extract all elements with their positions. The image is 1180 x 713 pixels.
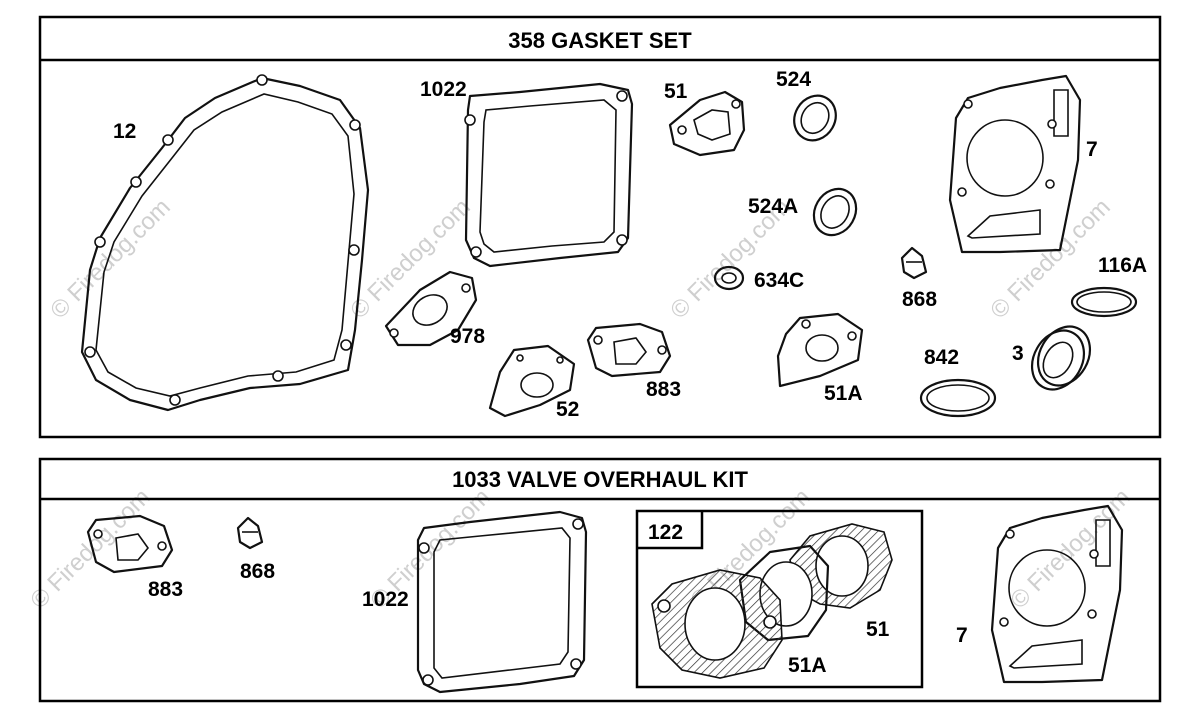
head-gasket (948, 74, 1082, 254)
oring-842 (919, 378, 997, 418)
bolt-hole (169, 394, 181, 406)
gasket-set-frame (38, 15, 1162, 439)
gasket-set-panel: 358 GASKET SET 12 1022 (38, 15, 1162, 439)
bolt-hole (801, 319, 811, 329)
bolt-hole (516, 354, 524, 362)
valve-cover-gasket (464, 82, 634, 268)
callout-634c: 634C (754, 269, 804, 292)
bolt-hole (616, 90, 628, 102)
exhaust-gasket (668, 90, 746, 157)
bolt-hole (657, 599, 671, 613)
inset-callout-51a: 51A (788, 654, 827, 677)
bolt-hole (731, 99, 741, 109)
bolt-hole (157, 541, 167, 551)
callout-524a: 524A (748, 195, 798, 218)
callout-52: 52 (556, 398, 579, 421)
bolt-hole (464, 114, 476, 126)
kit-callout-883: 883 (148, 578, 183, 601)
carburetor-gasket (384, 270, 478, 347)
bolt-hole (94, 236, 106, 248)
inset-gasket-51 (789, 523, 893, 609)
bolt-hole (572, 518, 584, 530)
bolt-hole (162, 134, 174, 146)
bolt-hole (1045, 179, 1055, 189)
callout-116a: 116A (1098, 254, 1147, 277)
kit-callout-868: 868 (240, 560, 275, 583)
bolt-hole (999, 617, 1009, 627)
valve-kit-frame (38, 457, 1162, 703)
callout-7: 7 (1086, 138, 1098, 161)
valve-stem-seal (900, 246, 928, 280)
bolt-hole (657, 345, 667, 355)
callout-12: 12 (113, 120, 136, 143)
crankcase-gasket (80, 74, 370, 412)
bolt-hole (1087, 609, 1097, 619)
bolt-hole (418, 542, 430, 554)
callout-883: 883 (646, 378, 681, 401)
watermark: © Firedog.com (985, 194, 1116, 325)
callout-51: 51 (664, 80, 688, 103)
bolt-hole (677, 125, 687, 135)
bolt-hole (1005, 529, 1015, 539)
bolt-hole (389, 328, 399, 338)
bolt-hole (556, 356, 564, 364)
bolt-hole (93, 529, 103, 539)
oil-seal (1030, 325, 1092, 391)
bolt-hole (1047, 119, 1057, 129)
bolt-hole (763, 615, 777, 629)
bolt-hole (84, 346, 96, 358)
intake-gasket-883 (586, 322, 672, 378)
bolt-hole (349, 119, 361, 131)
inset-callout-51: 51 (866, 618, 890, 641)
kit-intake-gasket-883 (86, 514, 174, 574)
bolt-hole (470, 246, 482, 258)
inset-frame (635, 509, 924, 689)
washer-524 (793, 94, 837, 142)
inset-callout-122: 122 (648, 521, 683, 544)
kit-callout-1022: 1022 (362, 588, 409, 611)
bolt-hole (272, 370, 284, 382)
inset-122: 122 51 51A (635, 509, 924, 689)
valve-kit-title: 1033 VALVE OVERHAUL KIT (452, 467, 748, 492)
bolt-hole (593, 335, 603, 345)
callout-524: 524 (776, 68, 811, 91)
bolt-hole (957, 187, 967, 197)
seal-ring-634c (713, 265, 745, 291)
kit-head-gasket (990, 504, 1124, 684)
adapter-gasket-51a (776, 312, 864, 388)
kit-callout-7: 7 (956, 624, 968, 647)
watermark: © Firedog.com (45, 194, 176, 325)
washer-524a (812, 187, 858, 237)
bolt-hole (256, 74, 268, 86)
bolt-hole (461, 283, 471, 293)
bolt-hole (847, 331, 857, 341)
watermark: © Firedog.com (345, 194, 476, 325)
bolt-hole (570, 658, 582, 670)
bolt-hole (963, 99, 973, 109)
callout-842: 842 (924, 346, 959, 369)
gasket-set-title: 358 GASKET SET (508, 28, 692, 53)
kit-valve-cover-gasket (416, 510, 588, 694)
callout-51a: 51A (824, 382, 863, 405)
watermark: © Firedog.com (1005, 484, 1136, 615)
bolt-hole (348, 244, 360, 256)
inset-label-box (637, 511, 704, 550)
callout-3: 3 (1012, 342, 1024, 365)
inset-gasket-51a (651, 569, 783, 679)
bolt-hole (616, 234, 628, 246)
bolt-hole (340, 339, 352, 351)
kit-valve-stem-seal (236, 516, 264, 550)
callout-868: 868 (902, 288, 937, 311)
bolt-hole (1089, 549, 1099, 559)
bolt-hole (422, 674, 434, 686)
valve-kit-panel: 1033 VALVE OVERHAUL KIT 883 868 1022 (38, 457, 1162, 703)
callout-978: 978 (450, 325, 485, 348)
watermark: © Firedog.com (25, 484, 156, 615)
bolt-hole (130, 176, 142, 188)
oring-116a (1070, 286, 1138, 318)
callout-1022: 1022 (420, 78, 467, 101)
intake-gasket-52 (488, 344, 576, 418)
